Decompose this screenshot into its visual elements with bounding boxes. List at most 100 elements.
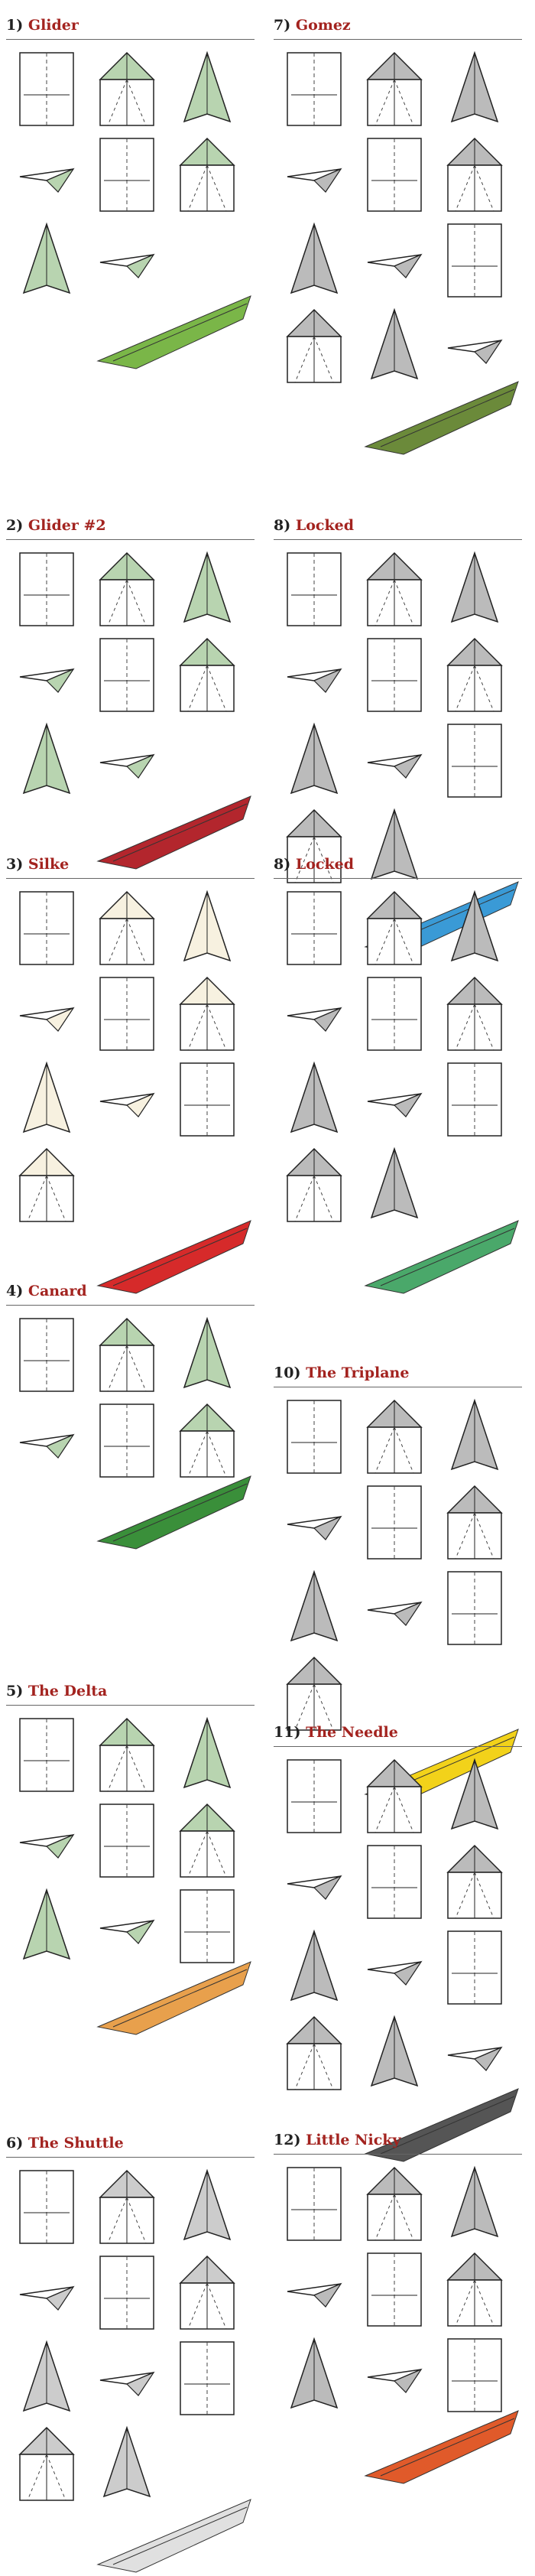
plane-title: 4) Canard [6,1282,258,1302]
fold-step [167,2164,247,2249]
fold-step-diagram [450,2165,498,2237]
finished-plane-illustration [364,2088,519,2162]
fold-step [434,217,514,303]
fold-step [434,2246,514,2332]
fold-step [354,1924,434,2010]
fold-step [167,2335,247,2421]
fold-step [6,1397,86,1483]
fold-step [6,1142,86,1228]
fold-step-diagram [366,637,422,712]
fold-step-diagram [183,1716,231,1788]
plane-number: 8) [274,517,291,534]
fold-step-diagram [19,1433,75,1459]
divider [274,2154,522,2155]
fold-step [274,1839,354,1924]
fold-step-diagram [286,1399,342,1474]
fold-step [274,2010,354,2096]
fold-step [86,1397,167,1483]
fold-step-diagram [367,1601,423,1626]
fold-step [274,717,354,803]
fold-step [167,971,247,1056]
fold-step-diagram [99,2371,155,2396]
fold-step [354,1753,434,1839]
fold-step [167,1883,247,1969]
plane-title: 10) The Triplane [274,1364,526,1384]
fold-step [354,632,434,717]
fold-step-diagram [286,2166,342,2241]
divider [6,2157,255,2158]
fold-step-diagram [183,551,231,623]
fold-step [354,717,434,803]
fold-step [354,885,434,971]
fold-step [6,1056,86,1142]
fold-step-diagram [98,1317,155,1392]
fold-step-diagram [446,637,503,712]
finished-plane-illustration [96,295,251,369]
fold-step [167,1312,247,1397]
fold-step-diagram [99,1092,155,1117]
fold-step-diagram [370,808,418,880]
plane-panel-11: 11) The Needle [274,1723,526,2162]
fold-step-diagram [286,1758,342,1833]
fold-step [354,1839,434,1924]
fold-step [274,2332,354,2418]
fold-step [274,1753,354,1839]
fold-step-diagram [290,2337,338,2408]
plane-number: 7) [274,17,291,34]
plane-name: Gomez [295,17,351,34]
divider [274,878,522,879]
fold-step-diagram [22,222,70,294]
fold-step-diagram [290,222,338,294]
fold-steps [6,1312,258,1483]
fold-step [6,2421,86,2506]
fold-step [86,717,167,803]
fold-step [434,303,514,389]
fold-step-diagram [290,1929,338,2001]
fold-step-diagram [365,51,423,126]
fold-steps [6,46,258,303]
fold-step [434,2332,514,2418]
fold-step-diagram [22,1061,70,1133]
fold-step-diagram [179,1888,235,1963]
fold-step [86,2421,167,2506]
plane-panel-7: 7) Gomez [274,16,526,455]
fold-step-diagram [287,1007,342,1032]
fold-step [6,217,86,303]
fold-step-diagram [446,1485,503,1560]
fold-step-diagram [287,168,342,193]
fold-step [354,1056,434,1142]
fold-steps [6,2164,258,2506]
plane-number: 5) [6,1683,24,1699]
fold-step-diagram [179,1062,235,1137]
fold-step [354,46,434,132]
fold-step-diagram [367,2368,423,2393]
fold-step-diagram [287,2282,342,2308]
fold-step-diagram [446,976,503,1051]
plane-name: Locked [295,517,354,534]
fold-step [86,885,167,971]
plane-panel-12: 12) Little Nicky [274,2131,526,2484]
fold-step-diagram [285,2015,342,2090]
fold-step [6,971,86,1056]
fold-step [434,546,514,632]
fold-step [354,971,434,1056]
fold-step-diagram [22,1888,70,1960]
fold-step-diagram [446,223,502,298]
fold-steps [6,885,258,1228]
fold-step [354,1565,434,1651]
fold-step [274,1651,354,1736]
fold-step [274,1056,354,1142]
fold-step-diagram [99,1403,154,1478]
fold-step [434,1056,514,1142]
divider [6,1705,255,1706]
fold-step [434,971,514,1056]
fold-step-diagram [99,137,154,212]
fold-step-diagram [450,890,498,961]
fold-step [6,717,86,803]
fold-step [434,885,514,971]
plane-name: Glider #2 [28,517,106,534]
fold-step [274,971,354,1056]
fold-step [434,717,514,803]
plane-number: 1) [6,17,24,34]
plane-number: 10) [274,1364,301,1381]
